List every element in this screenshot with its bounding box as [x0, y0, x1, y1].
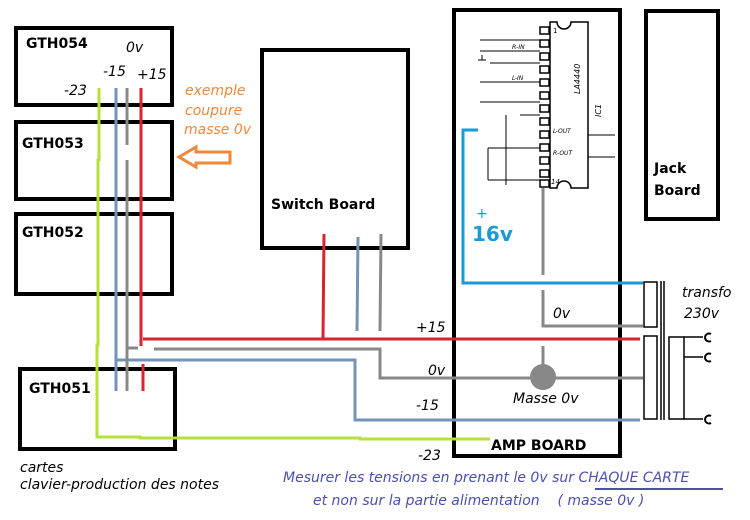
- board-gth053: [14, 120, 174, 201]
- annotation-line3: masse 0v: [184, 122, 252, 138]
- wire-amp-0v: [541, 290, 643, 328]
- label-amp-16v: 16v: [472, 222, 513, 246]
- board-jack: [644, 9, 720, 221]
- wire-minus15-bus: [114, 88, 640, 422]
- label-gth052: GTH052: [22, 225, 84, 241]
- label-bus-plus15: +15: [416, 320, 446, 336]
- ic-traces: [478, 39, 615, 185]
- label-jack-board-1: Jack: [653, 161, 687, 177]
- switch-wire-minus15: [355, 236, 360, 332]
- ic-pins: [539, 26, 550, 188]
- label-transfo: transfo: [682, 285, 732, 301]
- wire-0v-bus: [154, 347, 600, 380]
- label-cartes-desc: clavier-production des notes: [20, 477, 219, 493]
- label-bus-0v: 0v: [428, 363, 446, 379]
- label-jack-board-2: Board: [654, 183, 701, 199]
- board-switch: [260, 48, 410, 250]
- ic-r-in: R-IN: [512, 44, 525, 51]
- terminal-icon: [704, 352, 712, 363]
- note-line2: et non sur la partie alimentation ( mass…: [313, 493, 644, 509]
- ic-l-in: L-IN: [512, 75, 524, 82]
- board-gth052: [14, 212, 174, 296]
- terminal-icon: [704, 414, 712, 425]
- label-bus-minus23: -23: [418, 448, 441, 464]
- transformer-secondary-lower: [643, 335, 658, 420]
- masse-ground-node: [530, 364, 556, 390]
- ic-r-out: R-OUT: [553, 150, 573, 157]
- arrow-left-icon: [176, 144, 232, 170]
- label-amp-board: AMP BOARD: [491, 438, 586, 454]
- annotation-line1: exemple: [185, 83, 246, 99]
- label-gth051: GTH051: [29, 381, 91, 397]
- annotation-line2: coupure: [185, 103, 242, 119]
- ic-pin1: 1: [553, 27, 557, 35]
- ic-part: LA4440: [573, 64, 582, 94]
- label-amp-0v: 0v: [553, 306, 571, 322]
- wire-minus23: [95, 88, 490, 441]
- ic-pin14: 14: [551, 178, 560, 186]
- transformer-primary: [668, 336, 685, 420]
- note-line1-prefix: Mesurer les tensions en prenant le 0v su…: [283, 470, 578, 486]
- terminal-icon: [704, 332, 712, 343]
- transformer: [643, 281, 712, 425]
- note-line1: Mesurer les tensions en prenant le 0v su…: [283, 470, 690, 486]
- board-amp: [452, 8, 622, 458]
- label-masse: Masse 0v: [513, 391, 579, 407]
- switch-wire-plus15: [321, 233, 326, 340]
- label-top-0v: 0v: [126, 40, 144, 56]
- transformer-secondary-upper: [643, 281, 658, 328]
- note-line1-emphasis: CHAQUE CARTE: [578, 470, 689, 486]
- label-amp-plus: +: [476, 206, 488, 222]
- label-switch-board: Switch Board: [271, 197, 375, 213]
- label-cartes: cartes: [20, 460, 63, 476]
- label-top-plus15: +15: [137, 67, 167, 83]
- label-top-minus23: -23: [64, 83, 87, 99]
- switch-wire-0v: [378, 233, 383, 332]
- wire-16v: [461, 128, 643, 285]
- board-gth054: [14, 26, 174, 107]
- label-gth053: GTH053: [22, 136, 84, 152]
- label-gth054: GTH054: [26, 36, 88, 52]
- label-bus-minus15: -15: [416, 398, 439, 414]
- ic-body: [549, 21, 589, 189]
- label-top-minus15: -15: [103, 64, 126, 80]
- ic-la4440-schematic: IC1 LA4440 1 14 R-IN L-IN L-OUT R-OUT: [478, 21, 615, 189]
- label-transfo-voltage: 230v: [684, 306, 720, 322]
- ic-l-out: L-OUT: [553, 128, 572, 135]
- ic-name: IC1: [594, 104, 603, 117]
